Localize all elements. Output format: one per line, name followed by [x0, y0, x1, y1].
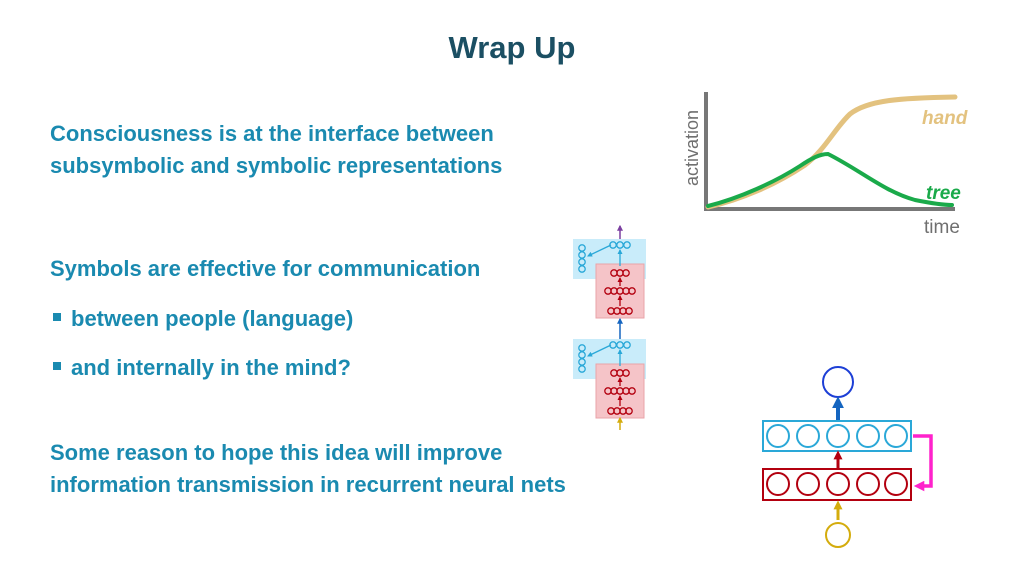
series-line-hand [705, 94, 958, 210]
output-unit [822, 366, 854, 398]
stacked-network-diagram [573, 224, 646, 430]
red-layer [762, 468, 912, 501]
y-axis-label: activation [682, 110, 702, 186]
bullet-text-1: between people (language) [71, 306, 354, 331]
lower-cyan-units [578, 341, 631, 373]
upper-cyan-units [578, 241, 631, 273]
x-axis-label: time [924, 217, 960, 238]
bullet-square-icon [53, 313, 61, 322]
statement-symbols: Symbols are effective for communication [50, 256, 481, 281]
activation-chart: hand tree time activation [682, 92, 968, 238]
lower-red-units [604, 369, 636, 415]
page-title: Wrap Up [448, 30, 576, 65]
statement-hope-line-1: Some reason to hope this idea will impro… [50, 440, 503, 465]
statement-consciousness-line-2: subsymbolic and symbolic representations [50, 153, 503, 178]
upper-cyan-arrow [587, 244, 612, 257]
statement-consciousness-line-1: Consciousness is at the interface betwee… [50, 121, 494, 146]
recurrent-net-diagram [762, 366, 933, 548]
series-line-tree [706, 151, 954, 208]
statement-hope-line-2: information transmission in recurrent ne… [50, 472, 566, 497]
input-unit [825, 522, 851, 548]
series-label-hand: hand [922, 108, 968, 129]
upper-red-units [604, 269, 636, 315]
statement-consciousness: Consciousness is at the interface betwee… [50, 118, 502, 182]
recurrent-feedback-arrow [913, 434, 933, 492]
bullet-item-2: and internally in the mind? [53, 355, 351, 381]
bullet-square-icon [53, 362, 61, 371]
statement-hope: Some reason to hope this idea will impro… [50, 437, 566, 501]
series-label-tree: tree [926, 183, 961, 204]
bullet-text-2: and internally in the mind? [71, 355, 351, 380]
bullet-item-1: between people (language) [53, 306, 353, 332]
